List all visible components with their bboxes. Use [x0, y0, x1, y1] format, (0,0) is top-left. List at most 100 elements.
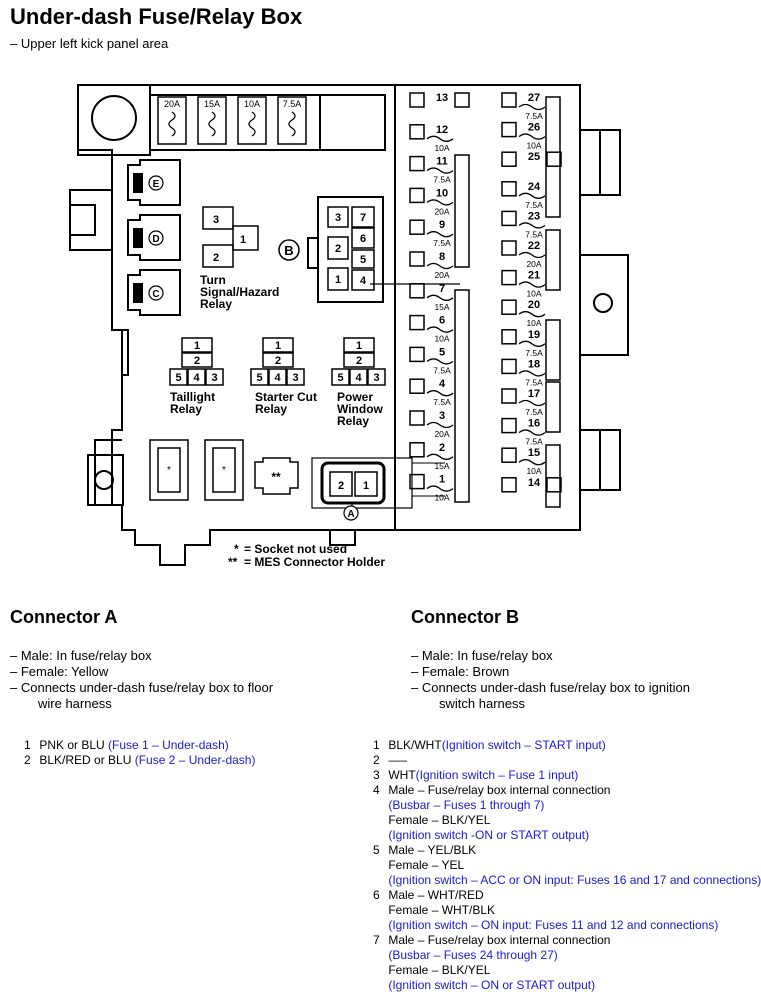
fuse-column-left: 131210A117.5A1020A97.5A820A715A610A57.5A… [409, 92, 470, 503]
top-fuse [237, 96, 267, 145]
connector-b-heading: Connector B [411, 607, 519, 627]
fuse-terminal [501, 329, 517, 345]
fuse-element [426, 294, 454, 301]
pin-text: Female – WHT/BLK [388, 903, 496, 917]
fuse-terminal [501, 269, 517, 286]
pin-number: 1 [373, 738, 380, 752]
pin-row: (Ignition switch -ON or START output) [373, 828, 761, 843]
relay-pin-box [286, 368, 305, 386]
fuse-rating: 7.5A [433, 175, 451, 185]
fuse-number: 4 [439, 378, 446, 390]
fuse-number: 1 [439, 474, 445, 486]
fuse-rating: 20A [164, 99, 180, 109]
pin-row: 6 Male – WHT/RED [373, 888, 761, 903]
connector-b-pin [327, 267, 349, 291]
connector-a-info: – Male: In fuse/relay box – Female: Yell… [10, 648, 273, 712]
connector-housing [127, 214, 181, 261]
relay-pin-box [349, 368, 368, 386]
connector-a-callout [343, 505, 359, 521]
note-text: = MES Connector Holder [244, 555, 385, 569]
busbar [545, 319, 561, 381]
fuse-rating: 10A [526, 289, 541, 299]
mes-holder-mark: ** [271, 470, 281, 484]
connector-b-pin-label: 2 [335, 243, 341, 255]
label-line: Relay [255, 402, 287, 416]
fuse-terminal [501, 181, 517, 197]
pin-row: Female – YEL [373, 858, 761, 873]
pin-desc: (Ignition switch – START input) [441, 738, 606, 752]
pin-row: 3 WHT (Ignition switch – Fuse 1 input) [373, 768, 761, 783]
label-line: Signal/Hazard [200, 285, 279, 299]
info-line: wire harness [38, 696, 112, 711]
label-line: Turn [200, 273, 226, 287]
fuse-terminal [409, 346, 425, 363]
socket-mark: * [222, 465, 226, 476]
fuse-rating: 7.5A [525, 377, 543, 387]
pin-row: 1 PNK or BLU (Fuse 1 – Under-dash) [24, 738, 255, 753]
busbar [454, 154, 470, 268]
fuse-rating: 10A [526, 318, 541, 328]
fuse-box-outline [69, 84, 629, 566]
pin-row: 2 —– [373, 753, 761, 768]
fuse-terminal [409, 92, 425, 108]
busbar [545, 381, 561, 433]
fuse-terminal [501, 447, 517, 463]
pin-text: Male – Fuse/relay box internal connectio… [388, 783, 611, 797]
fuse-number: 23 [528, 210, 540, 222]
fuse-terminal [409, 124, 425, 140]
pin-number [373, 918, 385, 933]
fuse-number: 26 [528, 122, 540, 134]
page-subtitle: – Upper left kick panel area [10, 36, 169, 51]
fuse-number: 11 [436, 156, 448, 168]
fuse-terminal [501, 210, 517, 227]
pin-text: Male – YEL/BLK [388, 843, 477, 857]
top-fuse [277, 96, 307, 145]
info-line: – Female: Yellow [10, 664, 109, 679]
fuse-terminal [501, 121, 517, 138]
fuse-element [518, 192, 546, 199]
connector-b-letter: B [284, 243, 293, 258]
fuse-element [168, 111, 176, 137]
fuse-element [518, 222, 546, 229]
connector-b-pinlist: 1 BLK/WHT (Ignition switch – START input… [373, 738, 761, 993]
connector-callout [148, 175, 164, 191]
fuse-number: 2 [439, 442, 445, 454]
busbar [545, 229, 561, 291]
fuse-rating: 7.5A [433, 365, 451, 375]
fuse-number: 20 [528, 299, 540, 311]
connector-b [307, 196, 384, 303]
fuse-rating: 7.5A [525, 348, 543, 358]
fuse-element [426, 262, 454, 270]
note-text: = Socket not used [244, 542, 347, 556]
pin-number: 1 [24, 738, 31, 752]
fuse-element [208, 111, 216, 137]
connector-b-pin [351, 249, 375, 269]
connector-b-pin [351, 269, 375, 291]
fuse-rating: 7.5A [525, 437, 543, 447]
pin-row: 7 Male – Fuse/relay box internal connect… [373, 933, 761, 948]
fuse-element [426, 199, 454, 206]
connector-b-pin-label: 1 [335, 274, 341, 286]
connector-a-pin: 1 [363, 480, 369, 492]
fuse-terminal [409, 187, 425, 204]
fuse-column-right: 277.5A2610A25247.5A237.5A2220A2110A2010A… [501, 92, 562, 508]
pin-text: Female – BLK/YEL [388, 813, 491, 827]
pin-row: Female – BLK/YEL [373, 963, 761, 978]
fuse-terminal [409, 378, 425, 394]
fuse-terminal [409, 473, 425, 490]
fuse-element [518, 281, 546, 288]
connector-b-pin-label: 6 [360, 233, 366, 245]
socket-mark: * [167, 465, 171, 476]
relay-pin: 2 [213, 252, 219, 264]
relay-pin-box [343, 352, 375, 368]
pin-number: 4 [373, 783, 380, 797]
fuse-terminal [546, 477, 562, 493]
label-line: Relay [337, 414, 369, 428]
fuse-element [518, 399, 546, 407]
turn-signal-relay-label: Turn Signal/Hazard Relay [200, 273, 283, 311]
connector-b-pin [351, 206, 375, 228]
pin-text: Female – YEL [388, 858, 465, 872]
pin-row: (Ignition switch – ON or START output) [373, 978, 761, 993]
